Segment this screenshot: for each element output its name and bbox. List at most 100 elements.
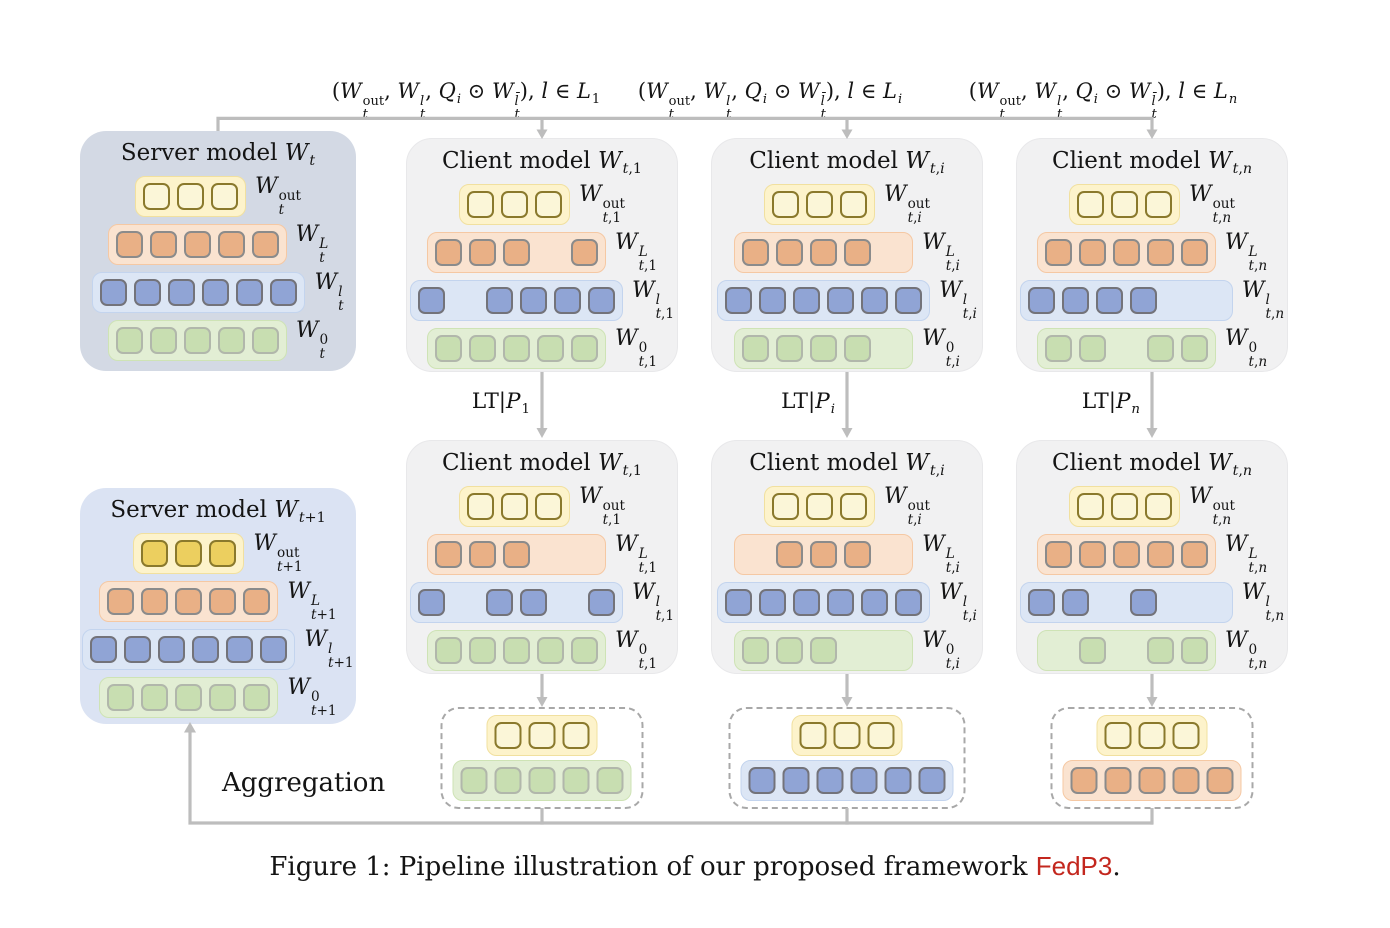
- weight-square-blue: [1027, 286, 1055, 314]
- weight-square-green: [460, 767, 488, 794]
- layer-container-orange: [99, 580, 279, 622]
- local-training-label-n: LT|Pn: [1081, 389, 1140, 418]
- weight-square-blue: [260, 635, 288, 663]
- weight-square-blue: [1095, 286, 1123, 314]
- weight-square-orange: [183, 230, 211, 258]
- weight-square-blue: [793, 286, 821, 314]
- aggregation-label: Aggregation: [222, 768, 386, 798]
- layer-container-blue: [92, 271, 306, 313]
- layer-container-green: [99, 676, 279, 718]
- weight-square-orange: [1112, 540, 1140, 568]
- weight-square-orange: [115, 230, 143, 258]
- weight-square-blue: [485, 588, 513, 616]
- weight-square-empty: [1113, 335, 1140, 362]
- weight-square-yellow: [1144, 190, 1172, 218]
- weight-square-green: [1044, 334, 1072, 362]
- weight-square-blue: [748, 767, 776, 794]
- weight-square-yellow: [1110, 492, 1138, 520]
- layer-row-green: [452, 760, 632, 801]
- layer-container-orange: [1062, 760, 1242, 801]
- layer-row-orange: [1062, 760, 1242, 801]
- weight-square-blue: [100, 278, 128, 306]
- layer-container-blue: [82, 628, 296, 670]
- weight-square-yellow: [534, 190, 562, 218]
- figure-caption: Figure 1: Pipeline illustration of our p…: [0, 851, 1390, 882]
- layer-container-green: [426, 629, 606, 671]
- weight-square-yellow: [805, 190, 833, 218]
- model-title: Client model Wt,i: [749, 450, 945, 480]
- weight-square-green: [502, 334, 530, 362]
- weight-square-blue: [485, 286, 513, 314]
- weight-square-empty: [1164, 589, 1191, 616]
- weight-square-empty: [1198, 589, 1225, 616]
- weight-square-green: [742, 636, 770, 664]
- weight-square-blue: [553, 286, 581, 314]
- weight-square-orange: [844, 238, 872, 266]
- weight-square-orange: [776, 540, 804, 568]
- weight-square-yellow: [500, 492, 528, 520]
- layer-container-orange: [734, 231, 914, 273]
- layer-rows: [1062, 715, 1242, 801]
- layer-row-yellow: [486, 715, 598, 756]
- layer-container-yellow: [134, 175, 246, 217]
- weight-square-orange: [810, 238, 838, 266]
- weight-square-blue: [759, 286, 787, 314]
- layer-container-blue: [717, 279, 931, 321]
- weight-square-yellow: [799, 722, 827, 749]
- layer-container-orange: [1036, 231, 1216, 273]
- weight-square-blue: [895, 588, 923, 616]
- weight-square-green: [596, 767, 624, 794]
- weight-square-orange: [217, 230, 245, 258]
- weight-square-yellow: [771, 492, 799, 520]
- weight-square-empty: [1164, 287, 1191, 314]
- weight-square-yellow: [1110, 190, 1138, 218]
- weight-square-green: [502, 636, 530, 664]
- weight-square-orange: [1146, 238, 1174, 266]
- weight-square-blue: [519, 286, 547, 314]
- weight-square-green: [149, 326, 177, 354]
- weight-square-green: [468, 636, 496, 664]
- weight-square-green: [141, 683, 169, 711]
- layer-container-blue: [409, 279, 623, 321]
- weight-square-blue: [192, 635, 220, 663]
- weight-square-blue: [124, 635, 152, 663]
- weight-square-empty: [878, 239, 905, 266]
- weight-square-green: [570, 636, 598, 664]
- weight-square-orange: [141, 587, 169, 615]
- weight-square-orange: [1112, 238, 1140, 266]
- weight-square-green: [183, 326, 211, 354]
- weight-square-empty: [537, 541, 564, 568]
- layer-container-yellow: [486, 715, 598, 756]
- weight-square-green: [1146, 334, 1174, 362]
- weight-square-empty: [844, 637, 871, 664]
- weight-square-blue: [895, 286, 923, 314]
- weight-square-blue: [759, 588, 787, 616]
- weight-square-blue: [417, 588, 445, 616]
